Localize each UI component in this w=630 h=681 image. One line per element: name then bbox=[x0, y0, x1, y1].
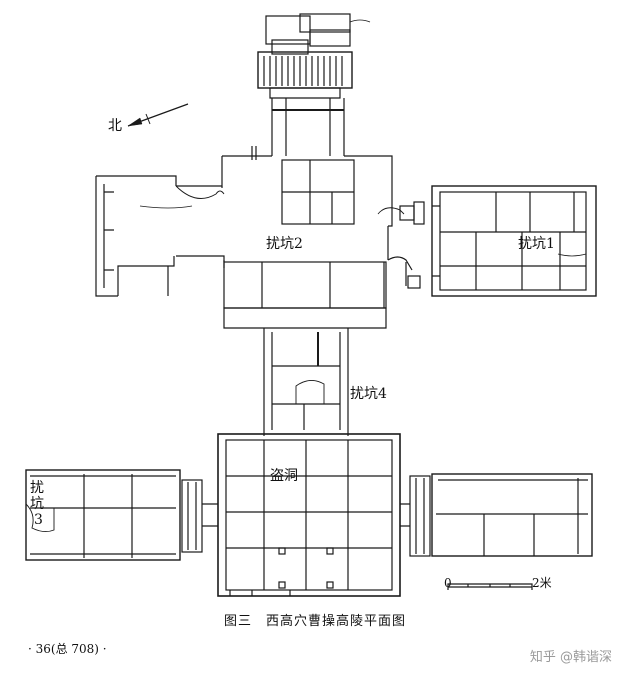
plan-lines bbox=[25, 13, 597, 597]
north-label: 北 bbox=[108, 118, 122, 134]
figure-caption: 图三 西高穴曹操高陵平面图 bbox=[223, 614, 406, 629]
scale-end-label: 2米 bbox=[532, 576, 552, 590]
watermark: 知乎 @韩谐深 bbox=[529, 650, 612, 665]
scale-zero-label: 0 bbox=[444, 576, 452, 590]
pit-2-label: 扰坑2 bbox=[266, 236, 303, 252]
scale-bar bbox=[447, 583, 533, 590]
pit-3-label-line2: 坑 bbox=[30, 496, 44, 512]
west-rear-room bbox=[25, 469, 218, 561]
entrance-doorway bbox=[257, 13, 371, 99]
north-arrow bbox=[127, 103, 189, 127]
pit-3-label-line1: 扰 bbox=[30, 480, 44, 496]
middle-corridor bbox=[263, 328, 349, 436]
pit-4-label: 扰坑4 bbox=[350, 386, 387, 402]
pit-3-label-line3: 3 bbox=[34, 512, 43, 528]
front-chamber bbox=[95, 146, 425, 329]
rear-chamber bbox=[217, 433, 401, 597]
east-side-room bbox=[431, 185, 597, 297]
robber-hole-label: 盗洞 bbox=[270, 468, 298, 484]
entrance-passage bbox=[271, 98, 345, 156]
east-rear-room bbox=[400, 473, 593, 557]
page-number: · 36(总 708) · bbox=[28, 642, 107, 656]
pit-1-label: 扰坑1 bbox=[518, 236, 555, 252]
